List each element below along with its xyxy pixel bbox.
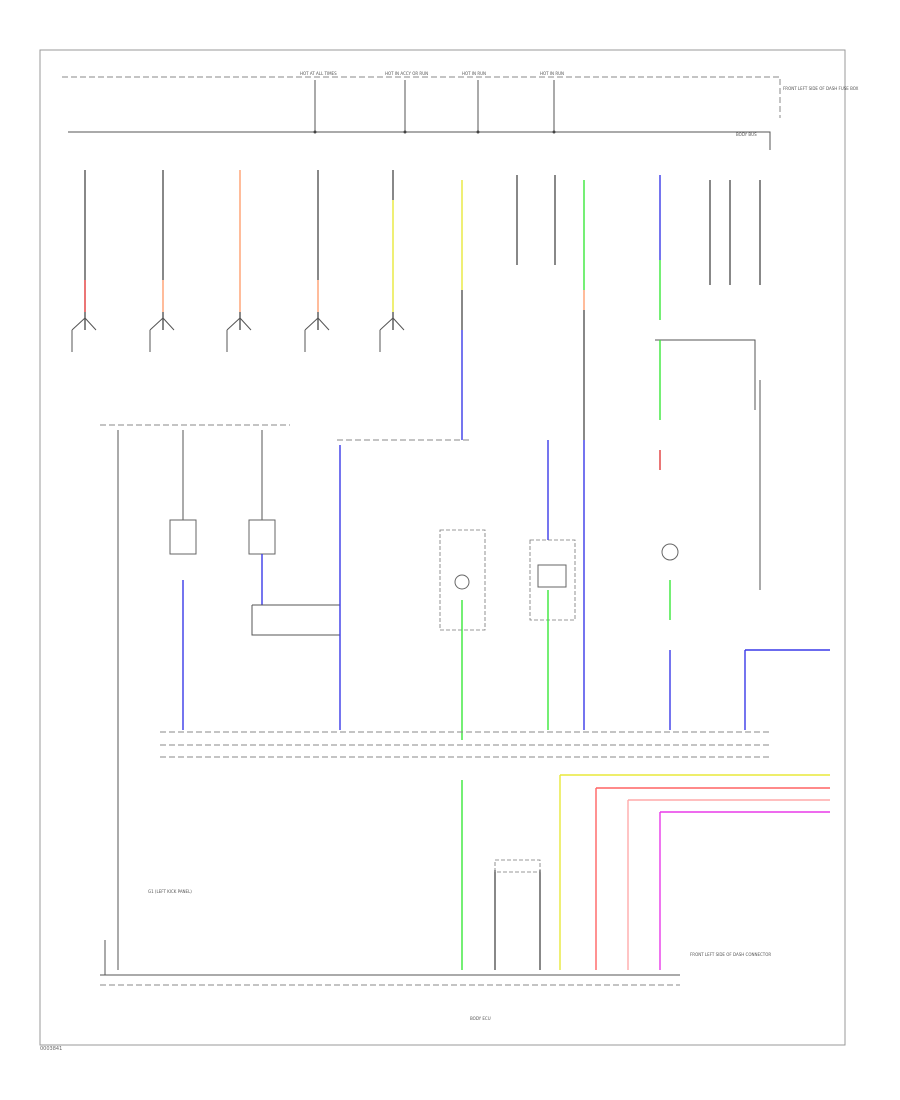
fuse-junction-2 (403, 130, 407, 134)
fuse-junction-3 (476, 130, 480, 134)
top-fuse-label-3: HOT IN RUN (462, 71, 486, 76)
footer-code: 0003841 (40, 1046, 63, 1052)
center-wire-green-1 (461, 590, 549, 740)
bottom-panel-label: BODY ECU (470, 1016, 491, 1021)
switch-row (71, 317, 405, 352)
lower-red (595, 787, 830, 970)
lower-wires (461, 774, 830, 970)
center-unit-right (529, 539, 576, 621)
ground-label: G1 (LEFT KICK PANEL) (148, 889, 192, 894)
switch-1 (71, 317, 97, 352)
body-bus-label: BODY BUS (736, 132, 757, 137)
right-lamp (661, 543, 679, 561)
top-right-panel-label: FRONT LEFT SIDE OF DASH FUSE BOX (783, 86, 859, 91)
lower-connector-box (494, 859, 541, 873)
center-relay (537, 564, 567, 588)
right-wire-blue-h (744, 649, 830, 730)
switch-3 (226, 317, 252, 352)
right-connector-label: FRONT LEFT SIDE OF DASH CONNECTOR (690, 952, 771, 957)
upper-wires (84, 170, 761, 730)
lamp-junction-link (251, 604, 340, 636)
switch-4 (304, 317, 330, 352)
center-lamp-1 (454, 574, 470, 590)
top-fuse-bus (68, 131, 771, 150)
lower-magenta (659, 811, 830, 970)
lamp-module-2 (248, 519, 276, 555)
switch-5 (379, 317, 405, 352)
top-fuse-label-4: HOT IN RUN (540, 71, 564, 76)
diagram-frame (39, 49, 846, 1046)
top-dashed-bus (62, 76, 781, 118)
lamp-module-1 (169, 519, 197, 555)
center-unit-left (439, 529, 486, 631)
fuse-junction-1 (313, 130, 317, 134)
top-fuse-label-2: HOT IN ACCY OR RUN (385, 71, 428, 76)
switch-2 (149, 317, 175, 352)
lower-pink (627, 799, 830, 970)
lower-yellow (559, 774, 830, 970)
right-section-outline (655, 339, 756, 410)
top-fuse-label-1: HOT AT ALL TIMES (300, 71, 337, 76)
fuse-junction-4 (552, 130, 556, 134)
